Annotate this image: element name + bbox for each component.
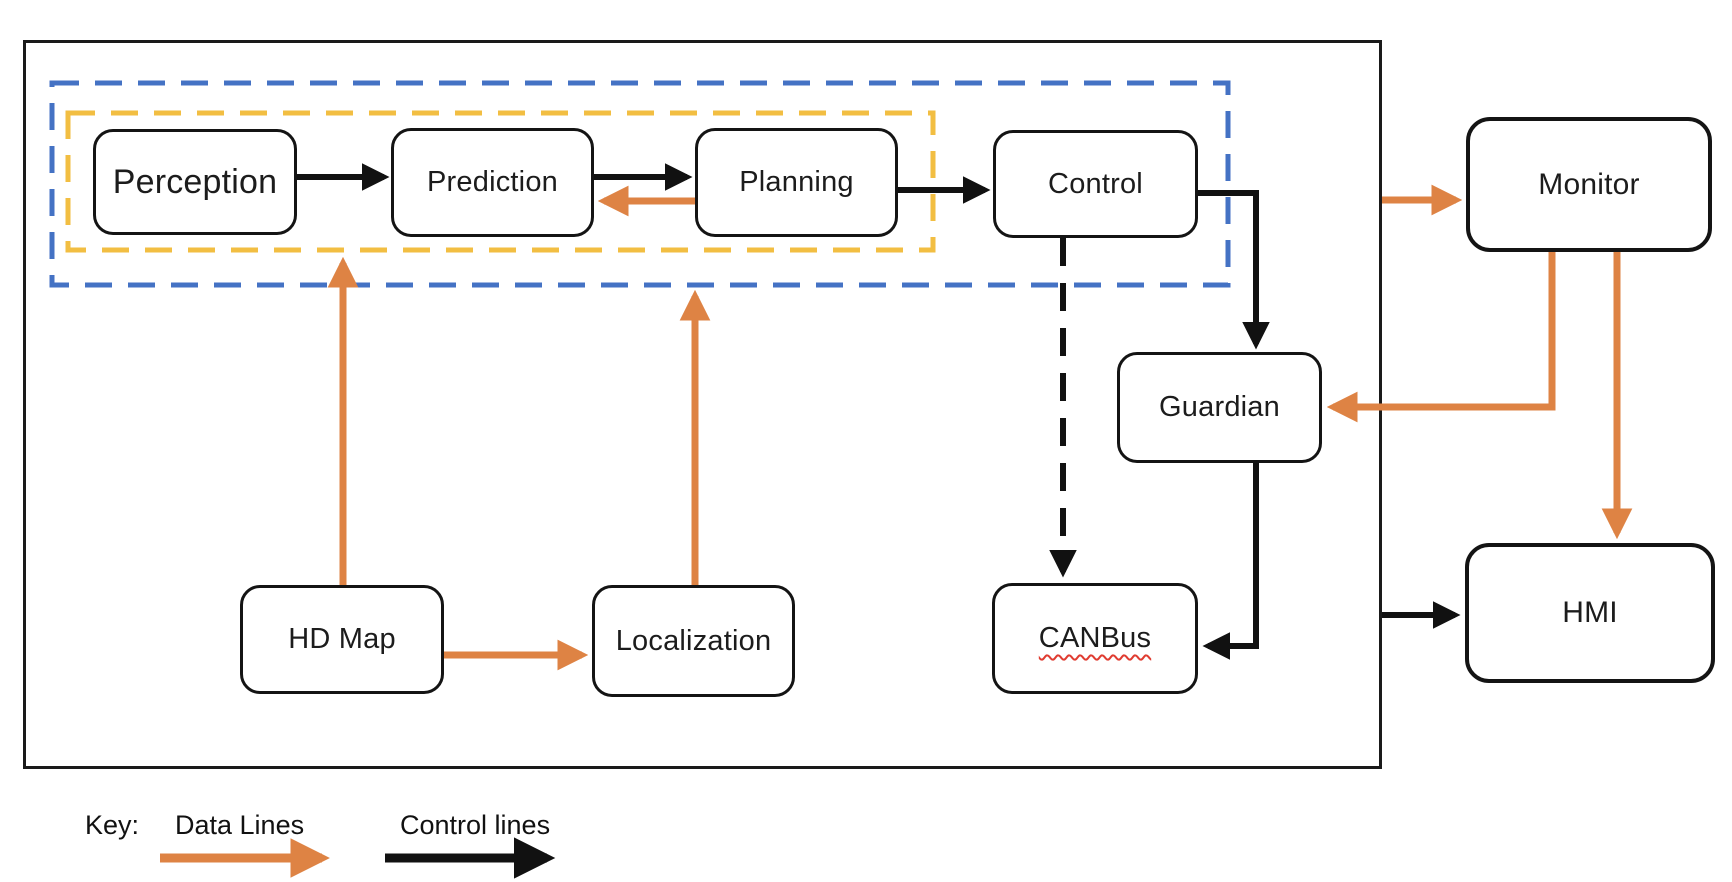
node-localization: Localization	[592, 585, 795, 697]
node-guardian: Guardian	[1117, 352, 1322, 463]
node-hd-map: HD Map	[240, 585, 444, 694]
node-control: Control	[993, 130, 1198, 238]
node-control-label: Control	[1048, 167, 1143, 200]
node-localization-label: Localization	[615, 624, 772, 657]
node-guardian-label: Guardian	[1159, 391, 1280, 423]
node-hmi-label: HMI	[1562, 596, 1618, 629]
node-monitor-label: Monitor	[1538, 167, 1640, 201]
node-hmi: HMI	[1465, 543, 1715, 683]
node-perception: Perception	[93, 129, 297, 235]
node-canbus-label: CANBus	[1038, 622, 1152, 654]
node-prediction: Prediction	[391, 128, 594, 237]
node-hd-map-label: HD Map	[288, 623, 396, 655]
node-prediction-label: Prediction	[427, 166, 558, 198]
legend-data-lines-label: Data Lines	[175, 810, 305, 840]
node-planning: Planning	[695, 128, 898, 237]
node-planning-label: Planning	[739, 166, 854, 198]
legend-control-lines-label: Control lines	[400, 810, 551, 840]
node-monitor: Monitor	[1466, 117, 1712, 252]
node-canbus: CANBus	[992, 583, 1198, 694]
legend-title: Key:	[85, 810, 140, 840]
node-perception-label: Perception	[112, 162, 278, 201]
